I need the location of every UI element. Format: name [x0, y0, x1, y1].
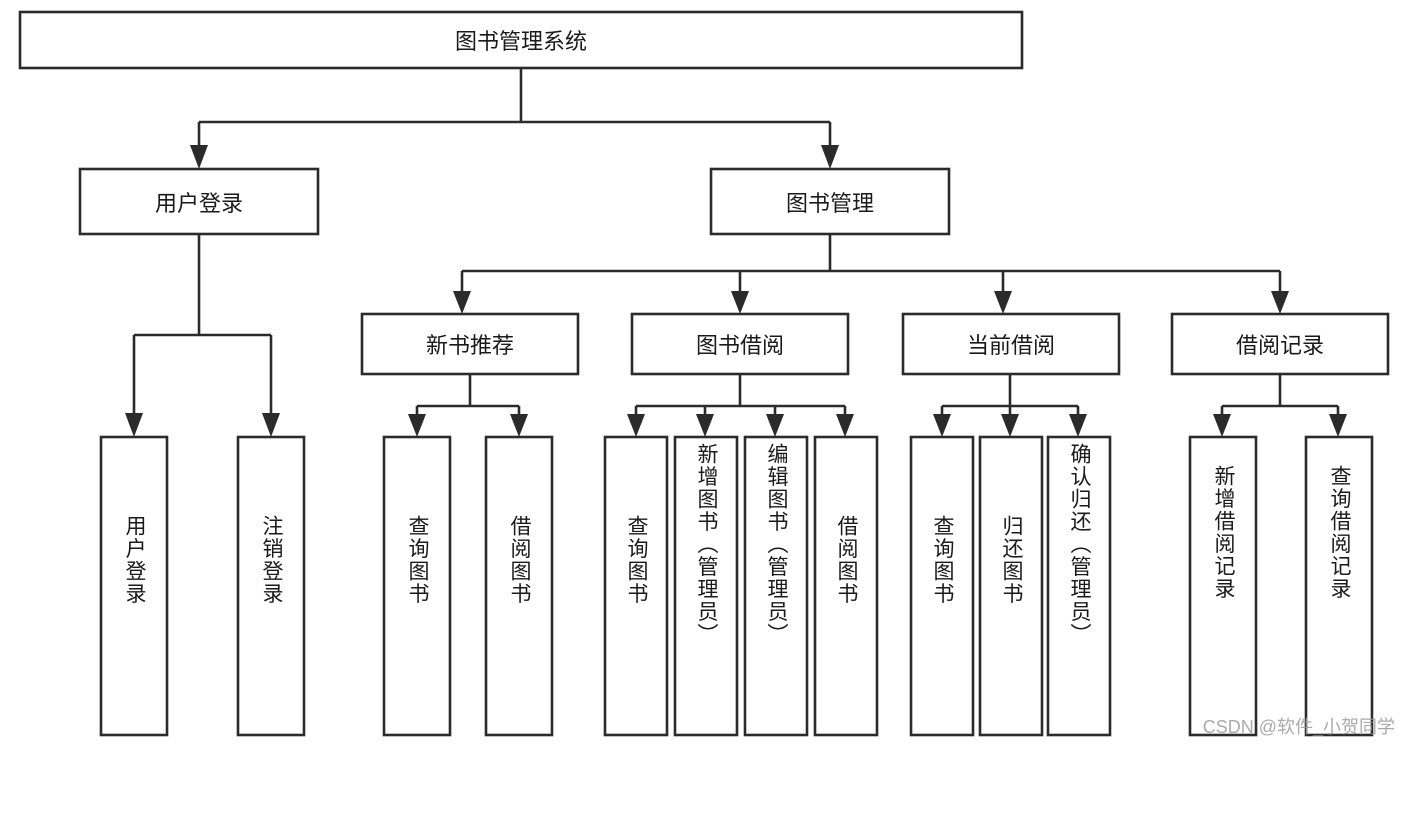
- arrow-icon-to-new-book-recommend: [453, 291, 471, 314]
- arrow-icon-leaf-query-book-3: [933, 414, 951, 437]
- node-box-new-book-recommend[interactable]: [360, 312, 580, 376]
- node-box-borrow-record[interactable]: [1170, 312, 1390, 376]
- node-box-leaf-add-book[interactable]: [673, 435, 739, 737]
- flowchart-diagram: 图书管理系统 用户登录 图书管理 新书推荐 图书借阅 当前借阅 借阅记录 用户登…: [18, 10, 1395, 737]
- node-box-leaf-query-book-3[interactable]: [909, 435, 975, 737]
- flowchart-canvas: [18, 10, 1390, 737]
- connector-group-current-borrow: [933, 374, 1087, 437]
- arrow-icon-leaf-query-book-1: [408, 414, 426, 437]
- node-box-leaf-borrow-book-2[interactable]: [813, 435, 879, 737]
- node-box-leaf-confirm-return[interactable]: [1046, 435, 1112, 737]
- arrow-icon-leaf-borrow-book-2: [836, 414, 854, 437]
- arrow-icon-to-book-manage: [821, 145, 839, 169]
- node-box-leaf-query-book-2[interactable]: [603, 435, 669, 737]
- arrow-icon-leaf-query-record: [1329, 414, 1347, 437]
- node-box-leaf-edit-book[interactable]: [743, 435, 809, 737]
- node-box-current-borrow[interactable]: [901, 312, 1121, 376]
- connector-group-book-borrow: [627, 374, 854, 437]
- node-box-leaf-return-book[interactable]: [978, 435, 1044, 737]
- connector-group-new-book-recommend: [408, 374, 528, 437]
- arrow-icon-leaf-edit-book: [766, 414, 784, 437]
- arrow-icon-leaf-add-book: [696, 414, 714, 437]
- arrow-icon-leaf-return-book: [1001, 414, 1019, 437]
- arrow-icon-to-user-login: [190, 145, 208, 169]
- node-box-book-manage[interactable]: [709, 167, 951, 236]
- node-box-book-borrow[interactable]: [630, 312, 850, 376]
- arrow-icon-leaf-confirm-return: [1069, 414, 1087, 437]
- node-box-leaf-query-book-1[interactable]: [382, 435, 452, 737]
- connector-group-book-manage: [453, 234, 1289, 314]
- node-box-leaf-borrow-book-1[interactable]: [484, 435, 554, 737]
- arrow-icon-leaf-user-login: [125, 413, 143, 437]
- arrow-icon-leaf-logout: [262, 413, 280, 437]
- node-box-leaf-logout[interactable]: [236, 435, 306, 737]
- arrow-icon-to-book-borrow: [731, 291, 749, 314]
- node-box-root[interactable]: [18, 10, 1024, 70]
- node-box-user-login[interactable]: [78, 167, 320, 236]
- connector-group-user-login: [125, 234, 280, 437]
- arrow-icon-leaf-borrow-book-1: [510, 414, 528, 437]
- node-box-leaf-add-record[interactable]: [1188, 435, 1258, 737]
- node-box-leaf-query-record[interactable]: [1304, 435, 1374, 737]
- arrow-icon-leaf-add-record: [1213, 414, 1231, 437]
- arrow-icon-to-borrow-record: [1271, 291, 1289, 314]
- arrow-icon-to-current-borrow: [994, 291, 1012, 314]
- connector-group-root: [190, 68, 839, 169]
- connector-group-borrow-record: [1213, 374, 1347, 437]
- arrow-icon-leaf-query-book-2: [627, 414, 645, 437]
- node-box-leaf-user-login[interactable]: [99, 435, 169, 737]
